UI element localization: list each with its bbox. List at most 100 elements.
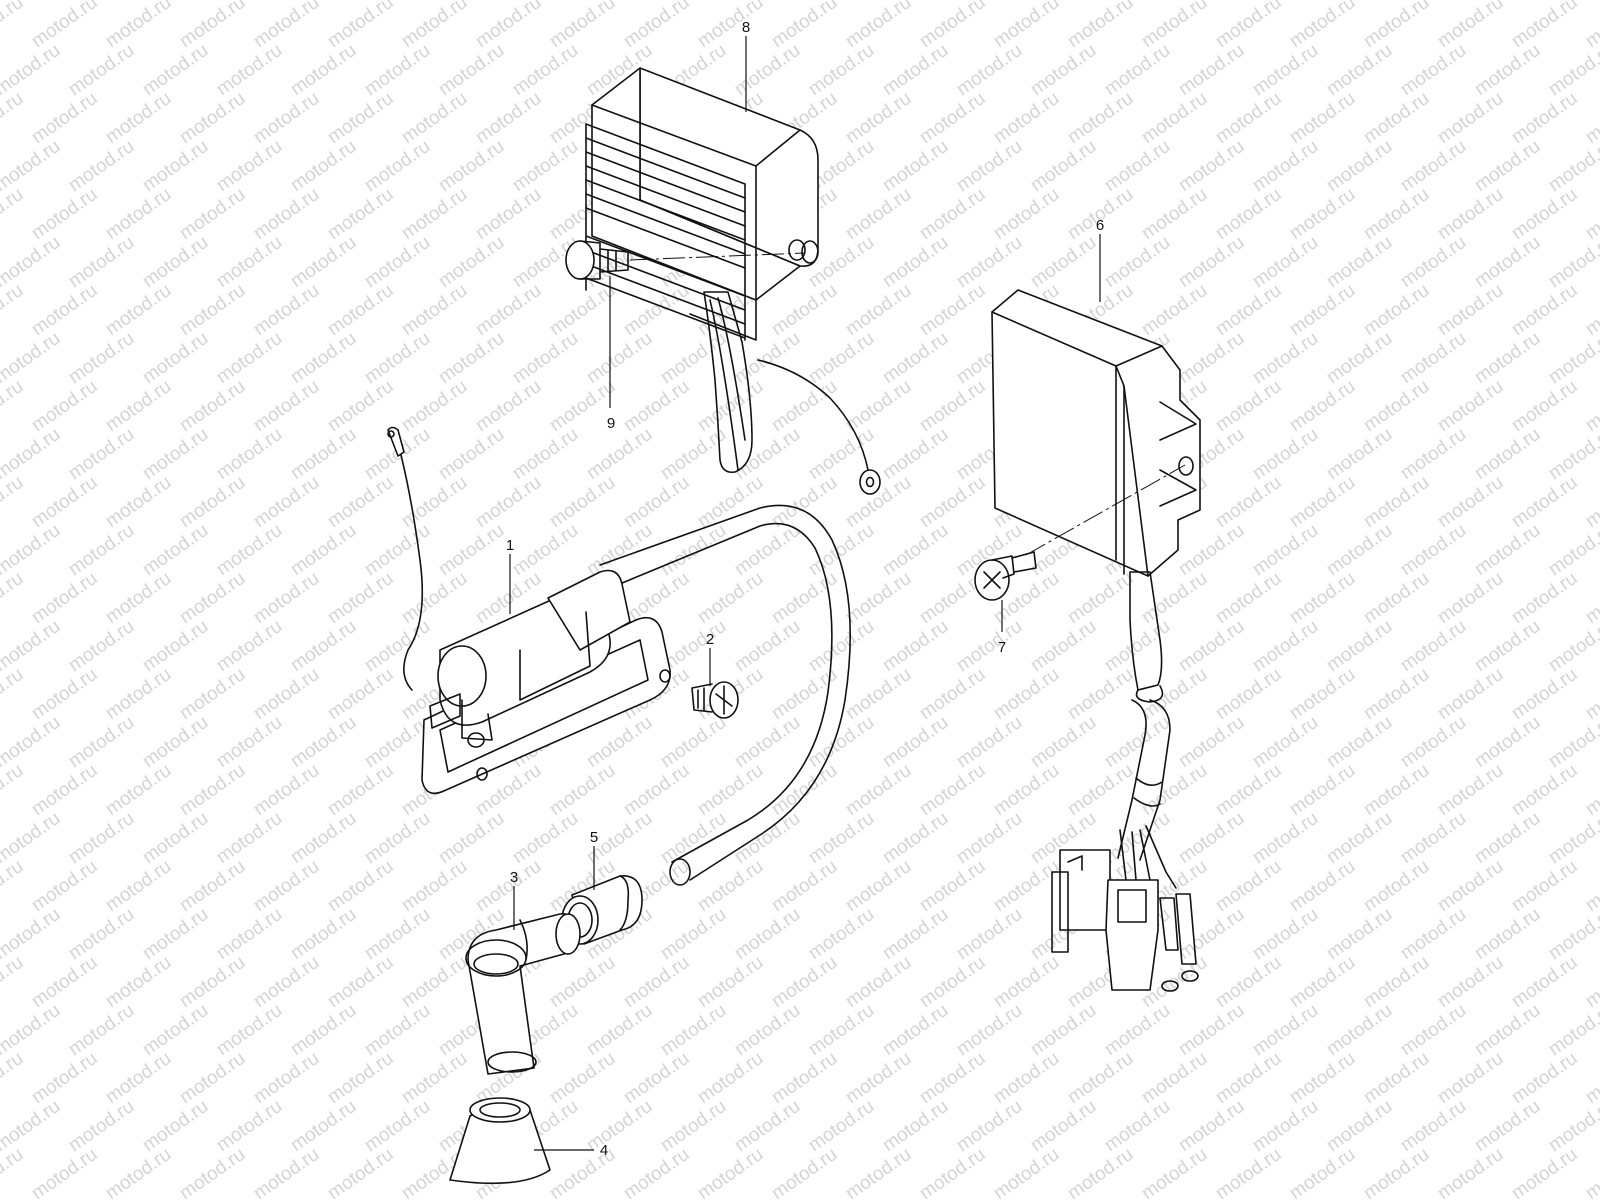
watermark-text: motod.ru [1397, 136, 1470, 196]
watermark-text: motod.ru [1027, 616, 1100, 676]
watermark-text: motod.ru [1397, 808, 1470, 868]
watermark-text: motod.ru [28, 568, 101, 628]
watermark-text: motod.ru [1249, 616, 1322, 676]
watermark-text: motod.ru [102, 0, 175, 52]
watermark-text: motod.ru [916, 1144, 989, 1200]
watermark-text: motod.ru [620, 0, 693, 52]
watermark-text: motod.ru [546, 1048, 619, 1108]
watermark-text: motod.ru [1397, 1000, 1470, 1060]
watermark-text: motod.ru [879, 520, 952, 580]
watermark-text: motod.ru [1101, 1000, 1174, 1060]
watermark-text: motod.ru [102, 856, 175, 916]
watermark-text: motod.ru [1397, 712, 1470, 772]
watermark-text: motod.ru [731, 1096, 804, 1156]
watermark-text: motod.ru [1434, 952, 1507, 1012]
watermark-text: motod.ru [65, 1000, 138, 1060]
watermark-text: motod.ru [65, 424, 138, 484]
watermark-text: motod.ru [916, 88, 989, 148]
watermark-text: motod.ru [768, 280, 841, 340]
watermark-text: motod.ru [1397, 904, 1470, 964]
watermark-text: motod.ru [768, 1144, 841, 1200]
watermark-text: motod.ru [361, 1096, 434, 1156]
watermark-text: motod.ru [324, 280, 397, 340]
watermark-text: motod.ru [1323, 808, 1396, 868]
watermark-text: motod.ru [324, 472, 397, 532]
watermark-text: motod.ru [768, 568, 841, 628]
watermark-text: motod.ru [102, 184, 175, 244]
watermark-text: motod.ru [1545, 712, 1600, 772]
watermark-text: motod.ru [879, 424, 952, 484]
watermark-text: motod.ru [1249, 424, 1322, 484]
watermark-text: motod.ru [1582, 472, 1600, 532]
watermark-text: motod.ru [546, 760, 619, 820]
watermark-text: motod.ru [583, 424, 656, 484]
watermark-text: motod.ru [879, 136, 952, 196]
watermark-text: motod.ru [990, 0, 1063, 52]
watermark-text: motod.ru [842, 472, 915, 532]
watermark-text: motod.ru [398, 280, 471, 340]
watermark-text: motod.ru [213, 1096, 286, 1156]
watermark-text: motod.ru [1101, 616, 1174, 676]
watermark-text: motod.ru [139, 40, 212, 100]
watermark-text: motod.ru [1138, 0, 1211, 52]
watermark-text: motod.ru [842, 88, 915, 148]
watermark-text: motod.ru [176, 760, 249, 820]
watermark-text: motod.ru [102, 472, 175, 532]
watermark-text: motod.ru [1360, 760, 1433, 820]
watermark-text: motod.ru [731, 424, 804, 484]
watermark-text: motod.ru [28, 0, 101, 52]
watermark-text: motod.ru [176, 568, 249, 628]
watermark-text: motod.ru [65, 40, 138, 100]
watermark-text: motod.ru [1286, 1048, 1359, 1108]
watermark-text: motod.ru [1545, 328, 1600, 388]
watermark-text: motod.ru [250, 1144, 323, 1200]
watermark-text: motod.ru [731, 808, 804, 868]
watermark-text: motod.ru [139, 1096, 212, 1156]
watermark-text: motod.ru [620, 376, 693, 436]
watermark-text: motod.ru [1101, 232, 1174, 292]
watermark-text: motod.ru [65, 616, 138, 676]
watermark-text: motod.ru [0, 664, 27, 724]
watermark-text: motod.ru [1138, 664, 1211, 724]
watermark-text: motod.ru [1434, 280, 1507, 340]
watermark-text: motod.ru [1545, 1000, 1600, 1060]
watermark-text: motod.ru [1360, 472, 1433, 532]
watermark-text: motod.ru [250, 952, 323, 1012]
watermark-text: motod.ru [65, 232, 138, 292]
watermark-text: motod.ru [1397, 616, 1470, 676]
watermark-text: motod.ru [1508, 952, 1581, 1012]
watermark-text: motod.ru [176, 0, 249, 52]
watermark-text: motod.ru [472, 184, 545, 244]
watermark-text: motod.ru [1212, 88, 1285, 148]
watermark-text: motod.ru [657, 520, 730, 580]
watermark-text: motod.ru [842, 760, 915, 820]
watermark-text: motod.ru [1101, 712, 1174, 772]
watermark-text: motod.ru [250, 856, 323, 916]
watermark-text: motod.ru [1323, 712, 1396, 772]
watermark-text: motod.ru [1286, 1144, 1359, 1200]
watermark-text: motod.ru [28, 760, 101, 820]
watermark-text: motod.ru [1175, 616, 1248, 676]
watermark-text: motod.ru [102, 376, 175, 436]
watermark-text: motod.ru [1175, 712, 1248, 772]
watermark-text: motod.ru [768, 376, 841, 436]
watermark-text: motod.ru [694, 1144, 767, 1200]
watermark-text: motod.ru [546, 472, 619, 532]
watermark-text: motod.ru [1286, 472, 1359, 532]
watermark-text: motod.ru [250, 760, 323, 820]
watermark-text: motod.ru [361, 40, 434, 100]
watermark-text: motod.ru [1064, 760, 1137, 820]
watermark-text: motod.ru [1323, 424, 1396, 484]
watermark-text: motod.ru [102, 1048, 175, 1108]
watermark-text: motod.ru [1064, 0, 1137, 52]
watermark-text: motod.ru [657, 712, 730, 772]
watermark-text: motod.ru [1582, 0, 1600, 52]
watermark-text: motod.ru [916, 664, 989, 724]
watermark-text: motod.ru [546, 952, 619, 1012]
watermark-text: motod.ru [28, 856, 101, 916]
watermark-text: motod.ru [657, 904, 730, 964]
watermark-text: motod.ru [1212, 1144, 1285, 1200]
watermark-text: motod.ru [65, 904, 138, 964]
callout-1: 1 [506, 537, 514, 554]
watermark-text: motod.ru [1138, 568, 1211, 628]
